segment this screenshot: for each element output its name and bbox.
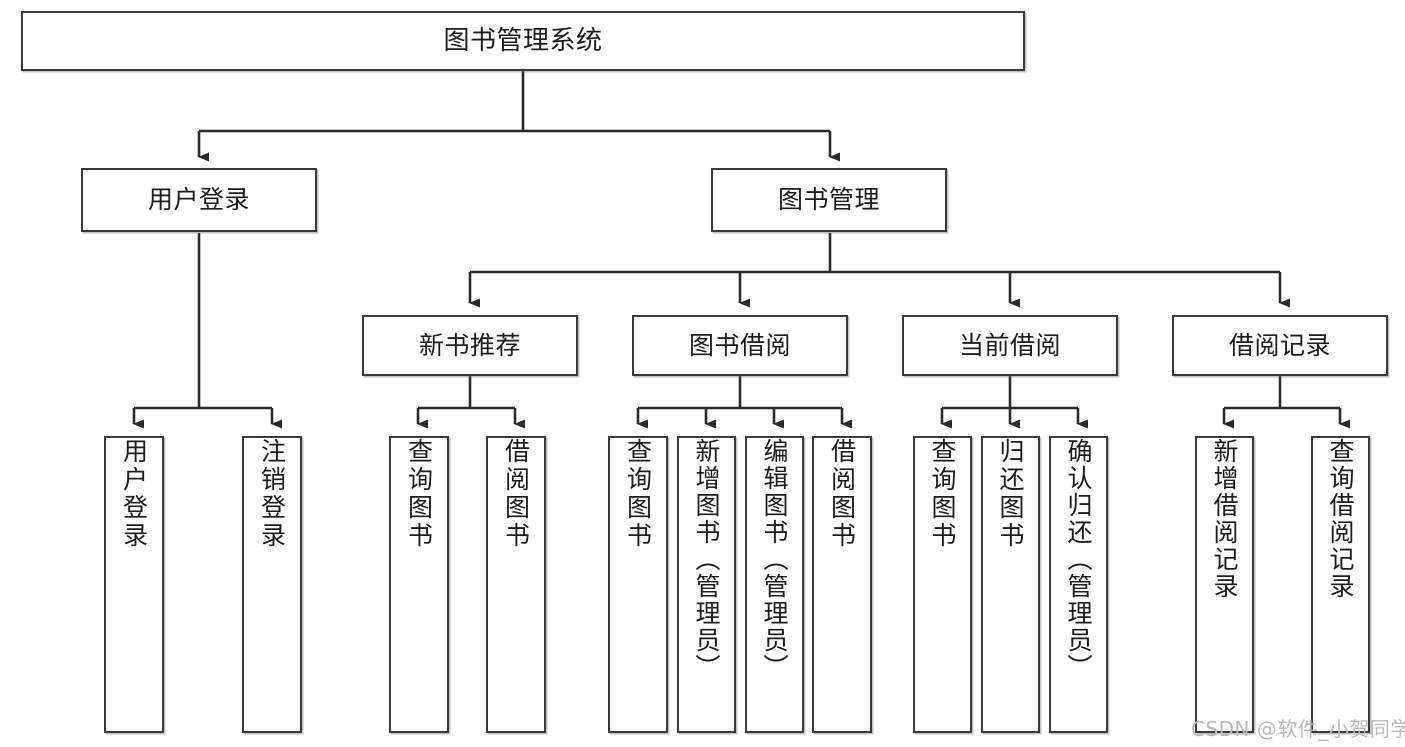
leaf-user-login-logout[interactable]: 注销登录 [242, 436, 302, 733]
node-label: 新书推荐 [418, 330, 521, 360]
leaf-book-borrow-query[interactable]: 查询图书 [608, 436, 668, 733]
leaf-new-book-query[interactable]: 查询图书 [389, 436, 449, 733]
node-label: 当前借阅 [958, 330, 1061, 360]
node-borrow-record[interactable]: 借阅记录 [1172, 315, 1388, 376]
node-book-management[interactable]: 图书管理 [711, 168, 947, 232]
node-label: 查询图书 [404, 438, 434, 550]
leaf-borrow-record-query[interactable]: 查询借阅记录 [1311, 436, 1370, 733]
leaf-borrow-record-add[interactable]: 新增借阅记录 [1195, 436, 1254, 733]
leaf-current-borrow-query[interactable]: 查询图书 [913, 436, 972, 733]
node-label: 用户登录 [119, 438, 149, 550]
leaf-book-borrow-borrow[interactable]: 借阅图书 [812, 436, 872, 733]
node-root-system[interactable]: 图书管理系统 [21, 11, 1025, 71]
leaf-user-login-login[interactable]: 用户登录 [104, 436, 164, 733]
csdn-watermark: CSDN @软件_小贺同学 [1191, 717, 1405, 741]
node-label: 借阅记录 [1228, 330, 1331, 360]
node-label: 图书借阅 [688, 330, 791, 360]
node-label: 用户登录 [147, 185, 250, 215]
node-label: 编辑图书（管理员） [760, 438, 789, 681]
node-label: 借阅图书 [827, 438, 857, 550]
node-label: 查询图书 [623, 438, 653, 550]
leaf-book-borrow-add[interactable]: 新增图书（管理员） [677, 436, 736, 733]
node-label: 查询图书 [928, 438, 957, 550]
node-current-borrow[interactable]: 当前借阅 [902, 315, 1118, 376]
node-label: 归还图书 [996, 438, 1025, 550]
node-label: 图书管理 [777, 185, 880, 215]
node-label: 确认归还（管理员） [1064, 438, 1093, 681]
node-label: 图书管理系统 [443, 25, 603, 56]
leaf-current-borrow-return[interactable]: 归还图书 [981, 436, 1040, 733]
node-label: 查询借阅记录 [1326, 438, 1355, 600]
node-label: 新增图书（管理员） [692, 438, 721, 681]
node-label: 新增借阅记录 [1210, 438, 1239, 600]
node-label: 借阅图书 [501, 438, 531, 550]
node-label: 注销登录 [257, 438, 287, 550]
node-book-borrow[interactable]: 图书借阅 [632, 315, 848, 376]
node-user-login[interactable]: 用户登录 [81, 168, 317, 232]
leaf-current-borrow-confirm-return[interactable]: 确认归还（管理员） [1049, 436, 1108, 733]
leaf-book-borrow-edit[interactable]: 编辑图书（管理员） [745, 436, 804, 733]
leaf-new-book-borrow[interactable]: 借阅图书 [486, 436, 546, 733]
node-new-book-recommend[interactable]: 新书推荐 [362, 315, 578, 376]
